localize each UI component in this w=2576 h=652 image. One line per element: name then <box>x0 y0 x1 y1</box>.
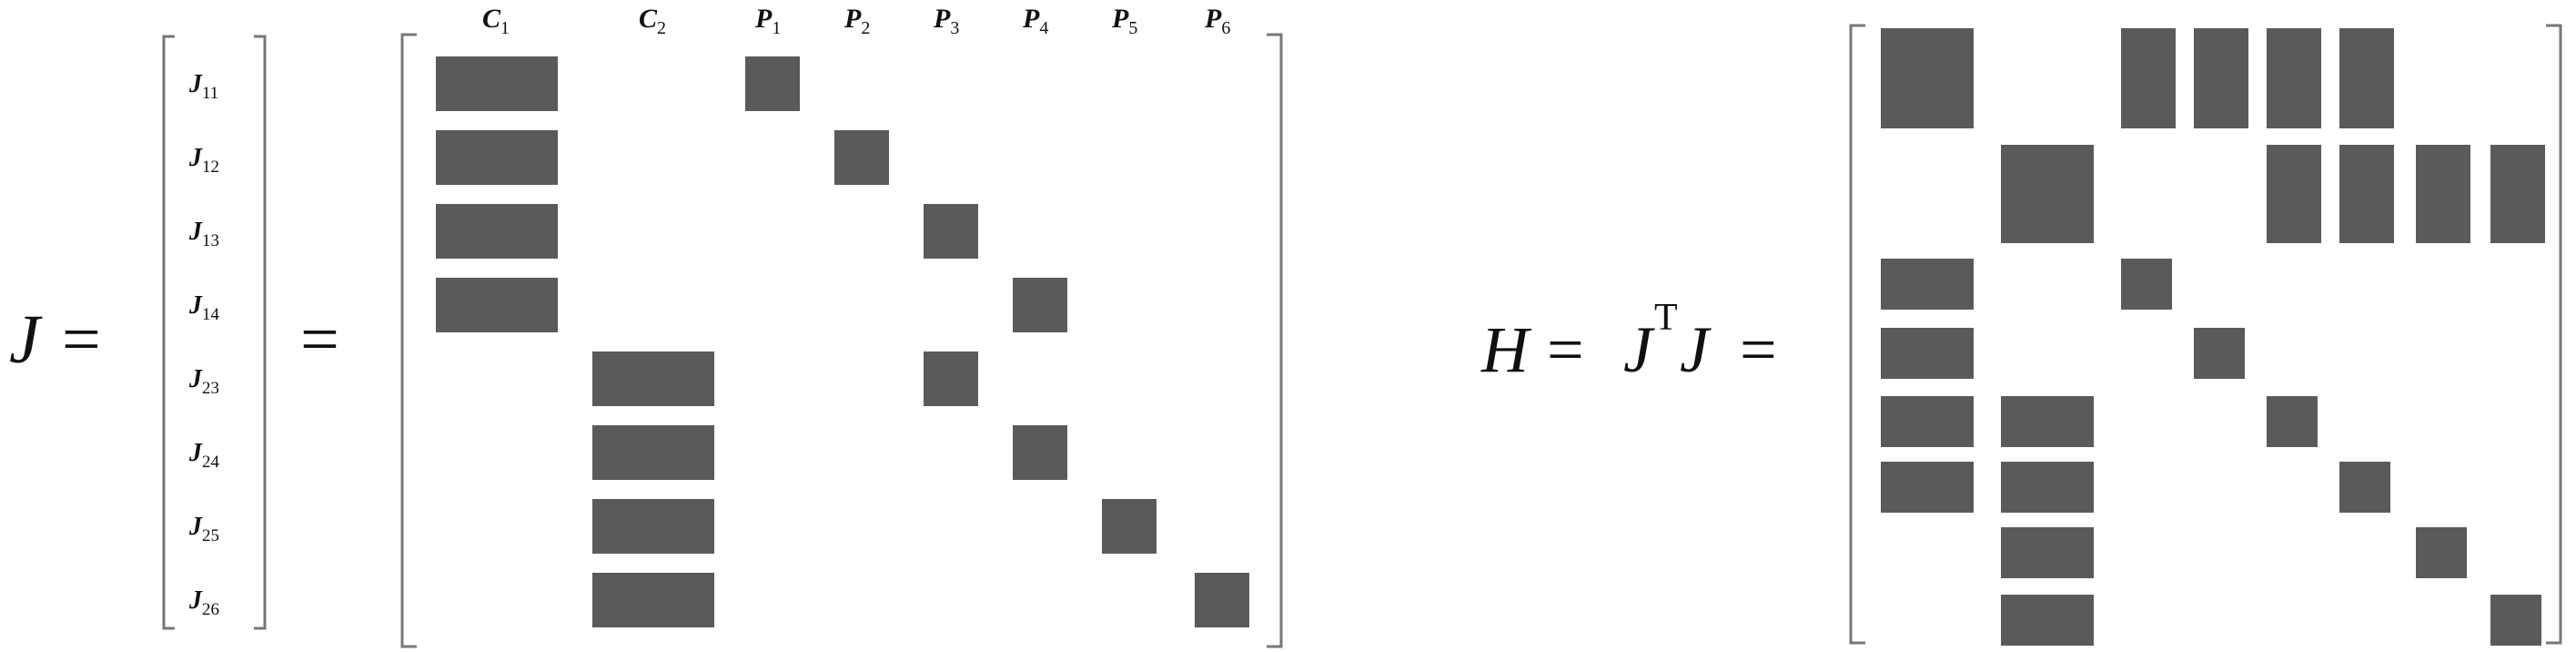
hessian-block <box>1879 26 1975 130</box>
jacobian-row-label: J11 <box>188 70 218 103</box>
equals-sign-1: = <box>62 301 101 378</box>
jacobian-symbol-2: J <box>1680 313 1712 386</box>
hessian-block <box>2192 326 2247 381</box>
jacobian-block <box>1100 497 1158 555</box>
jacobian-left-bracket <box>400 33 417 648</box>
hessian-block <box>1879 394 1975 449</box>
hessian-left-bracket <box>1849 24 1865 645</box>
jacobian-block <box>591 497 716 555</box>
equals-sign-3: = <box>1547 313 1584 386</box>
jacobian-block <box>922 202 980 260</box>
hessian-block <box>1879 257 1975 311</box>
jacobian-block <box>591 571 716 629</box>
jacobian-blocks <box>434 55 1251 629</box>
jacobian-block <box>591 350 716 408</box>
hessian-block <box>2338 460 2392 514</box>
jacobian-column-label: P3 <box>933 4 959 38</box>
jacobian-column-label: P1 <box>754 4 781 38</box>
jacobian-block <box>1011 276 1069 334</box>
hessian-block <box>2192 26 2250 130</box>
jacobian-column-label: C1 <box>482 4 510 38</box>
hessian-block <box>2489 143 2547 245</box>
hessian-block <box>1999 394 2096 449</box>
jacobian-row-label: J23 <box>188 365 219 398</box>
jacobian-column-label: P6 <box>1204 4 1230 38</box>
hessian-block <box>2414 525 2469 580</box>
jacobian-block <box>922 350 980 408</box>
equals-sign-4: = <box>1740 313 1777 386</box>
jacobian-right-bracket <box>1267 33 1283 648</box>
hessian-block <box>2489 593 2543 647</box>
hessian-block <box>2338 26 2396 130</box>
hessian-block <box>1999 525 2096 580</box>
vector-right-bracket <box>254 35 267 630</box>
jacobian-block <box>434 276 560 334</box>
jacobian-column-label: C2 <box>639 4 666 38</box>
vector-left-bracket <box>162 35 175 630</box>
jacobian-block <box>1011 423 1069 482</box>
jacobian-row-label: J13 <box>188 218 219 250</box>
hessian-block <box>1999 460 2096 514</box>
hessian-block <box>2265 394 2319 449</box>
jacobian-column-label: P5 <box>1111 4 1137 38</box>
jacobian-column-labels: C1 C2 P1 P2 P3 P4 P5 P6 <box>482 4 1230 38</box>
jacobian-block <box>833 128 891 187</box>
hessian-blocks <box>1879 26 2547 647</box>
jacobian-column-label: P2 <box>844 4 870 38</box>
hessian-block <box>2265 26 2323 130</box>
hessian-symbol: H <box>1480 313 1532 386</box>
jacobian-block <box>1193 571 1251 629</box>
jacobian-transpose-base: J <box>1623 313 1655 386</box>
jacobian-block <box>743 55 802 113</box>
hessian-block <box>2265 143 2323 245</box>
jacobian-block <box>434 55 560 113</box>
jacobian-row-label: J24 <box>188 439 220 472</box>
hessian-block <box>2119 26 2177 130</box>
hessian-block <box>2119 257 2174 311</box>
transpose-superscript: T <box>1654 297 1678 339</box>
hessian-block <box>1879 326 1975 381</box>
jacobian-row-label: J25 <box>188 513 219 545</box>
hessian-block <box>1879 460 1975 514</box>
jacobian-block <box>591 423 716 482</box>
hessian-block <box>1999 593 2096 647</box>
jacobian-column-label: P4 <box>1022 4 1048 38</box>
hessian-block <box>1999 143 2096 245</box>
jacobian-row-label: J14 <box>188 291 220 324</box>
equals-sign-2: = <box>300 301 339 378</box>
jacobian-symbol: J <box>9 301 43 378</box>
hessian-right-bracket <box>2546 24 2562 645</box>
hessian-block <box>2338 143 2396 245</box>
jacobian-block <box>434 128 560 187</box>
jacobian-row-label: J12 <box>188 144 219 177</box>
jacobian-block <box>434 202 560 260</box>
hessian-block <box>2414 143 2472 245</box>
jacobian-row-label: J26 <box>188 586 219 619</box>
